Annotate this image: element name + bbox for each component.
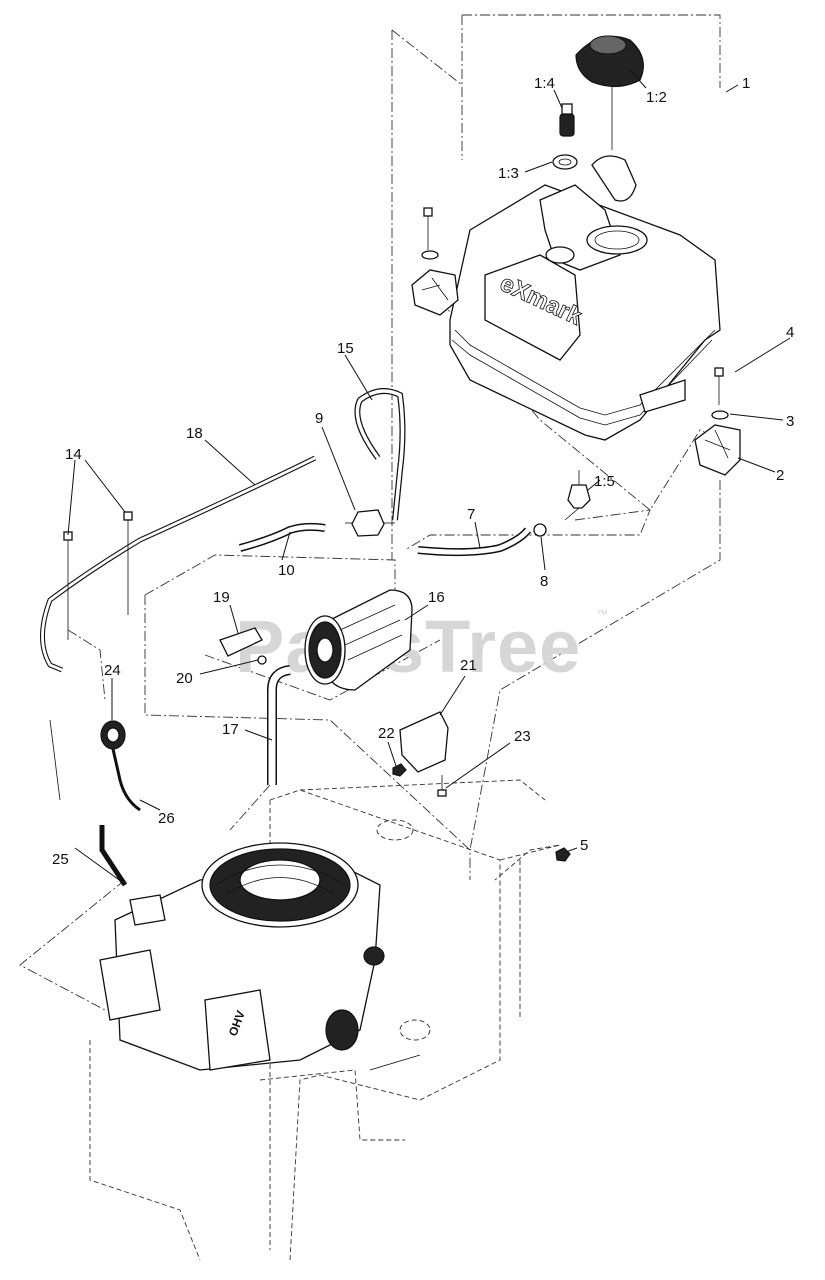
callout-18: 18 <box>186 425 203 442</box>
callout-22: 22 <box>378 725 395 742</box>
callout-10: 10 <box>278 562 295 579</box>
hose-17-inner <box>268 666 291 785</box>
callout-4: 4 <box>786 324 794 341</box>
callout-1-4: 1:4 <box>534 75 555 92</box>
callout-24: 24 <box>104 662 121 679</box>
callout-21: 21 <box>460 657 477 674</box>
callout-3: 3 <box>786 413 794 430</box>
watermark: PartsTree ™ <box>235 605 608 688</box>
cable-ties <box>63 511 133 640</box>
vent-fitting <box>559 103 575 137</box>
callout-8: 8 <box>540 573 548 590</box>
callout-1-5: 1:5 <box>594 473 615 490</box>
grommet <box>552 154 578 170</box>
callout-1-2: 1:2 <box>646 89 667 106</box>
callout-1: 1 <box>742 75 750 92</box>
bracket-21 <box>399 711 449 773</box>
charcoal-canister <box>304 589 413 691</box>
watermark-tm: ™ <box>596 607 608 621</box>
fuel-filter <box>345 509 395 537</box>
hose-7-inner <box>417 528 530 555</box>
hose-10-inner <box>239 524 326 551</box>
washers <box>421 250 729 420</box>
nut-22 <box>392 763 407 777</box>
callout-25: 25 <box>52 851 69 868</box>
callout-26: 26 <box>158 810 175 827</box>
callout-20: 20 <box>176 670 193 687</box>
callout-1-3: 1:3 <box>498 165 519 182</box>
fuel-tank: eXmark <box>449 184 721 441</box>
engine: OHV <box>99 842 421 1071</box>
screw-20 <box>257 655 267 665</box>
callout-5: 5 <box>580 837 588 854</box>
hose-15-inner <box>355 389 405 521</box>
outlet-fitting <box>564 470 591 521</box>
callout-19: 19 <box>213 589 230 606</box>
callout-9: 9 <box>315 410 323 427</box>
fuel-cap <box>575 35 644 202</box>
bolt-23 <box>437 775 447 797</box>
leader-lines <box>67 69 791 883</box>
callouts: 1 1:2 1:4 1:3 4 3 2 15 18 14 9 1:5 7 10 … <box>52 75 794 868</box>
valve-assembly <box>49 719 141 887</box>
clamp-8 <box>533 523 547 537</box>
nut-5 <box>555 847 571 862</box>
callout-23: 23 <box>514 728 531 745</box>
callout-15: 15 <box>337 340 354 357</box>
bolts <box>423 207 724 405</box>
tank-mounts <box>411 269 741 476</box>
callout-7: 7 <box>467 506 475 523</box>
callout-14: 14 <box>65 446 82 463</box>
callout-16: 16 <box>428 589 445 606</box>
bracket-19 <box>219 627 263 657</box>
callout-17: 17 <box>222 721 239 738</box>
callout-2: 2 <box>776 467 784 484</box>
line-18-inner <box>41 456 316 672</box>
